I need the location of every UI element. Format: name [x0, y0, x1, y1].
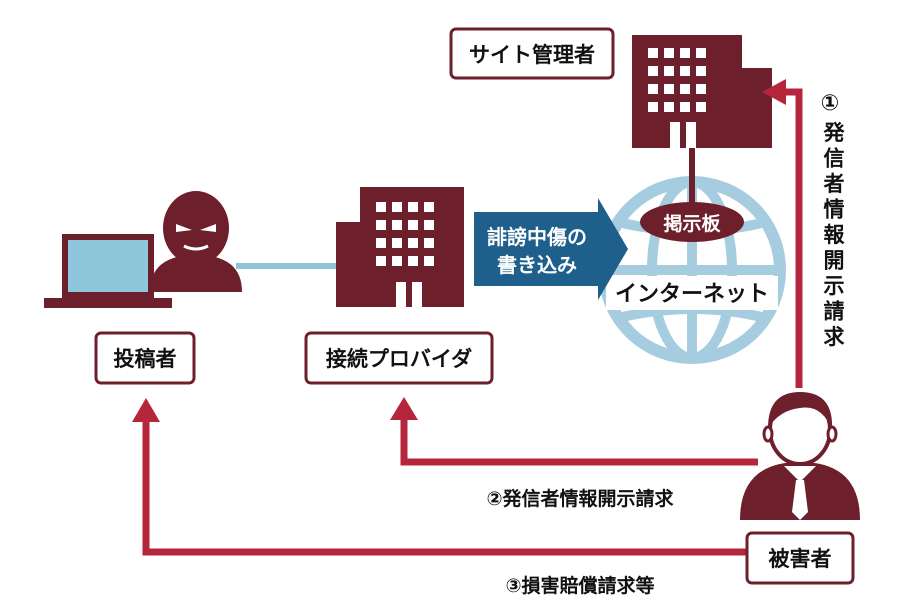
bulletin-board-label: 掲示板: [663, 212, 721, 235]
internet-label-backdrop: [606, 276, 778, 310]
step2-arrow-line: [400, 418, 758, 466]
step2-label: ②発信者情報開示請求: [486, 487, 674, 510]
step1-char: 者: [824, 172, 845, 196]
provider-label: 接続プロバイダ: [326, 347, 472, 371]
step3-label: ③損害賠償請求等: [505, 574, 654, 597]
internet-label: インターネット: [615, 282, 769, 307]
step1-char: 発: [823, 121, 846, 145]
step1-char: 信: [824, 147, 845, 171]
site-admin-box: [449, 27, 615, 80]
step1-char: 求: [824, 325, 845, 349]
poster-label: 投稿者: [114, 347, 177, 371]
step1-char: 示: [824, 274, 845, 298]
step1-number: ①: [821, 91, 840, 116]
step1-char: 情: [824, 198, 845, 222]
defamatory-post-banner: [474, 198, 628, 300]
provider-box: [304, 331, 494, 385]
step1-arrow-head: [762, 79, 786, 105]
poster-box: [94, 331, 196, 385]
step1-char: 開: [824, 249, 845, 273]
step2-arrow-head: [390, 397, 418, 420]
post-label-line1: 誹謗中傷の: [487, 225, 587, 249]
step1-char: 報: [824, 223, 846, 247]
step3-arrow-line: [142, 420, 758, 556]
provider-building-icon: [336, 187, 464, 307]
victim-person-icon: [740, 392, 860, 520]
victim-label: 被害者: [769, 547, 832, 571]
laptop-icon: [44, 234, 172, 308]
victim-box: [745, 531, 855, 585]
post-label-line2: 書き込み: [497, 253, 577, 277]
step1-arrow-line: [784, 88, 803, 388]
site-admin-building-icon: [632, 35, 772, 148]
step1-vertical-label: 発信者情報開示請求: [823, 121, 846, 349]
bulletin-board-oval: [640, 202, 744, 242]
step1-char: 請: [824, 300, 845, 324]
step3-arrow-head: [132, 398, 160, 422]
anonymous-poster-icon: [150, 191, 242, 292]
site-admin-label: サイト管理者: [469, 43, 595, 67]
